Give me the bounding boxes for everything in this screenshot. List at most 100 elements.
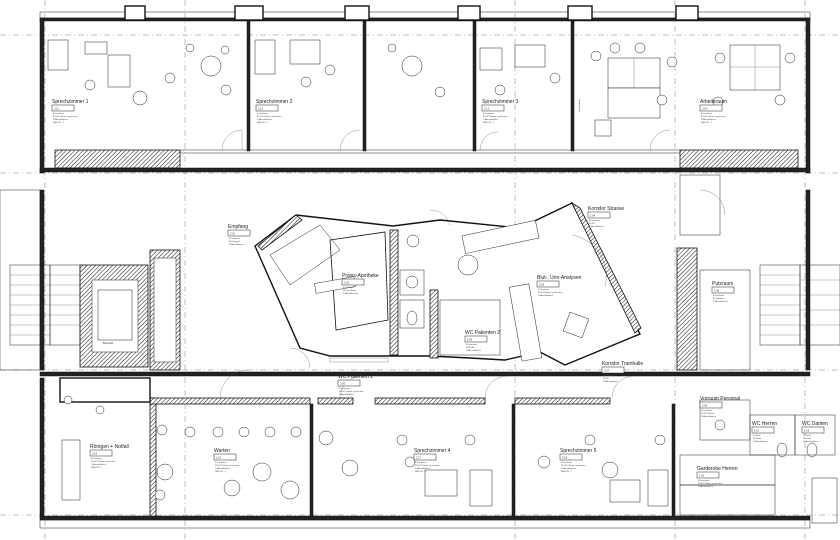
- room-number-box: [213, 453, 237, 461]
- room-number: 2.04: [590, 214, 596, 218]
- room-number-box: [699, 104, 723, 112]
- room-number: 2.01: [230, 232, 236, 236]
- room-finish-line: B Linoleum: [561, 462, 572, 464]
- room-number: 2.05: [467, 338, 473, 342]
- room-finish-line: B Linoleum: [713, 295, 724, 297]
- room-finish-line: W GK: [603, 378, 609, 380]
- room-extra-note: NRH 95 : 2: [415, 471, 427, 473]
- room-finish-line: D Akustikdecke: [538, 294, 554, 297]
- room-number-box: [341, 278, 365, 286]
- room-name: Sprechzimmer 2: [256, 99, 293, 105]
- room-finish-line: B Linoleum: [589, 220, 600, 222]
- room-finish-line: W GK Platten, gestrichen: [339, 390, 364, 393]
- room-finish-line: D Akustikdecke: [698, 485, 714, 488]
- room-name: WC Patienten 2: [465, 330, 500, 336]
- room-name: Korridor Tramhalle: [602, 361, 643, 367]
- room-finish-line: D Akustikdecke: [339, 393, 355, 396]
- room-name: Korridor Strasse: [588, 206, 624, 212]
- top-wing-doors: [221, 129, 671, 151]
- room-finish-line: W GK Platten: [343, 289, 357, 292]
- room-finish-line: B Linoleum: [701, 113, 712, 115]
- room-number-box: [801, 426, 825, 434]
- room-finish-line: W Plättli: [466, 346, 475, 349]
- room-finish-line: B Linoleum: [415, 462, 426, 464]
- room-extra-note: NRH 95 : 2: [561, 471, 573, 473]
- top-wing-walls: [39, 5, 811, 174]
- room-number: 2.15: [92, 452, 98, 456]
- room-number: 2.12: [258, 107, 264, 111]
- room-name: WC Patienten 1: [338, 374, 373, 380]
- room-finish-line: B Plättli: [803, 434, 811, 437]
- room-finish-line: D Akustikdecke: [603, 380, 619, 383]
- room-number-box: [481, 104, 505, 112]
- room-name: WC Herren: [752, 421, 777, 427]
- room-number-box: [601, 366, 625, 374]
- room-extra-note: NRH 95 : 2: [701, 122, 713, 124]
- room-extra-note: NRH 95 : 2: [257, 122, 269, 124]
- room-finish-line: W GK Platten, gestrichen: [701, 115, 726, 118]
- room-number-box: [51, 104, 75, 112]
- room-finish-line: D Akustikdecke: [466, 349, 482, 352]
- room-finish-line: W Plättli: [753, 437, 762, 440]
- room-finish-line: W GK Platten: [701, 412, 715, 415]
- room-finish-line: B Linoleum: [343, 287, 354, 289]
- room-extra-note: NRH 95 : 2: [53, 122, 65, 124]
- room-number: 2.09: [702, 404, 708, 408]
- bottom-wing-furniture: [61, 395, 669, 507]
- room-finish-line: W GK Platten, gestrichen: [415, 464, 440, 467]
- room-finish-line: D Akustikdecke: [483, 118, 499, 121]
- room-finish-line: D Akustikdecke: [229, 243, 245, 246]
- room-finish-line: W GK: [589, 223, 595, 225]
- room-number-box: [536, 280, 560, 288]
- room-number-box: [337, 379, 361, 387]
- room-name: Sprechzimmer 5: [560, 448, 597, 454]
- room-extra-note: NRH 95 : 2: [91, 467, 103, 469]
- room-number: 2.02: [344, 281, 350, 285]
- room-number: 2.08: [714, 289, 720, 293]
- room-finish-line: W GK Platten, gestrichen: [698, 482, 723, 485]
- room-number: 2.07: [604, 369, 610, 373]
- room-finish-line: B Linoleum: [698, 480, 709, 482]
- room-name: Blut-, Urin-Analysen: [537, 275, 582, 281]
- room-number: 2.03: [539, 283, 545, 287]
- room-finish-line: D Akustikdecke: [215, 467, 231, 470]
- room-name: WC Damen: [802, 421, 828, 427]
- room-finish-line: B Plättli: [753, 434, 761, 437]
- room-number: 2.20: [699, 474, 705, 478]
- room-finish-line: B Linoleum: [91, 458, 102, 460]
- left-stair-core: [0, 189, 181, 371]
- room-number-box: [711, 286, 735, 294]
- room-finish-line: D Akustikdecke: [343, 292, 359, 295]
- room-finish-line: W GK Platten, gestrichen: [538, 291, 563, 294]
- room-finish-line: D Akustikdecke: [701, 118, 717, 121]
- room-number: 2.18: [562, 456, 568, 460]
- room-finish-line: W GK Platten, gestrichen: [561, 464, 586, 467]
- room-finish-line: W GK Platten, gestrichen: [215, 464, 240, 467]
- room-number-box: [464, 335, 488, 343]
- room-number: 2.16: [216, 456, 222, 460]
- room-number-box: [696, 471, 720, 479]
- room-extra-note: NRH 95 : 2: [215, 471, 227, 473]
- room-finish-line: D Akustikdecke: [753, 440, 769, 443]
- room-finish-line: W GK Platten, gestrichen: [53, 115, 78, 118]
- room-number-box: [413, 453, 437, 461]
- room-number-box: [751, 426, 775, 434]
- room-finish-line: W GK Platten, gestrichen: [483, 115, 508, 118]
- room-finish-line: D Akustikdecke: [257, 118, 273, 121]
- room-finish-line: B Linoleum: [538, 289, 549, 291]
- room-finish-line: D Akustikdecke: [701, 415, 717, 418]
- room-finish-line: D Akustikdecke: [415, 467, 431, 470]
